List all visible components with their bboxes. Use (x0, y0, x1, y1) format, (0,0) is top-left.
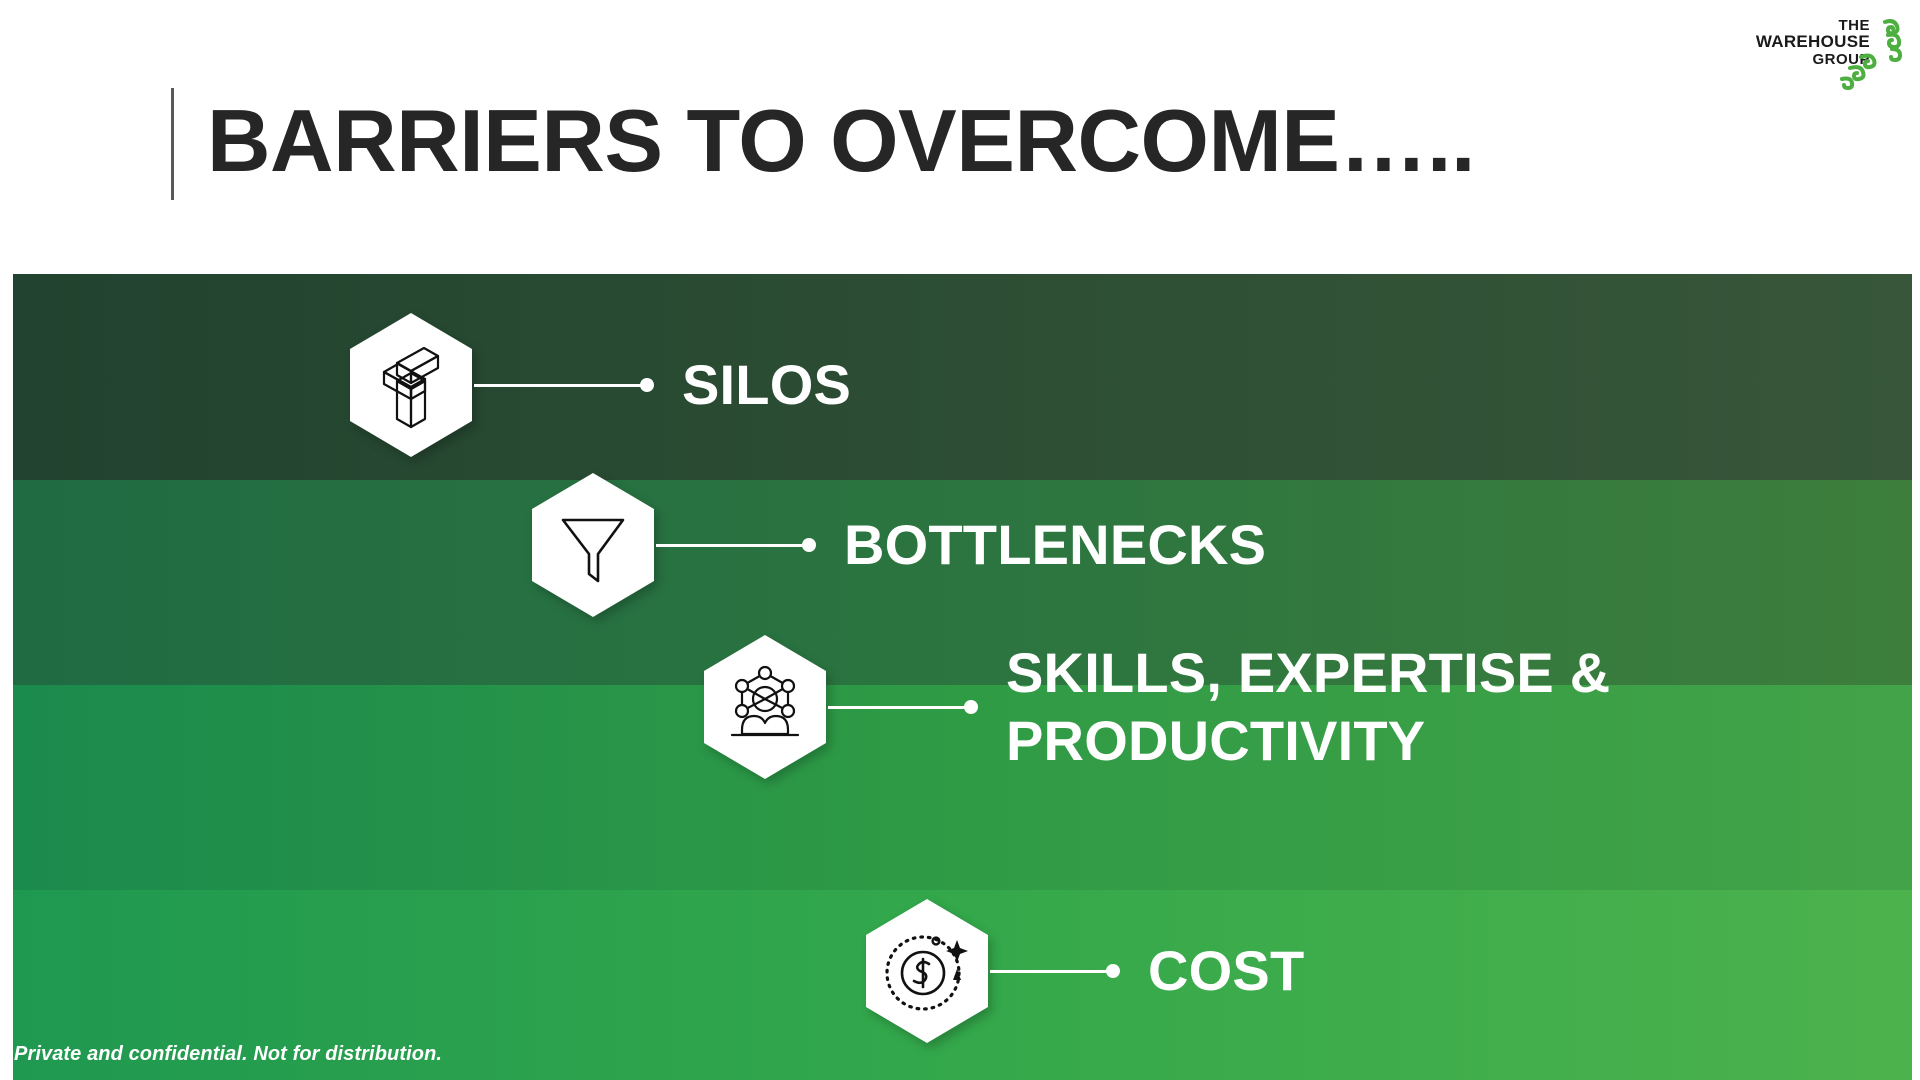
band-silos (13, 274, 1912, 480)
svg-text:GROUP: GROUP (1812, 51, 1870, 68)
barrier-bands (13, 274, 1912, 1080)
barrier-row-cost: COST (864, 896, 1304, 1046)
warehouse-group-logo: THE WAREHOUSE GROUP (1722, 8, 1912, 90)
barrier-label-cost: COST (1148, 938, 1305, 1002)
connector-dot (1106, 964, 1120, 978)
barrier-row-skills: SKILLS, EXPERTISE & PRODUCTIVITY (702, 632, 1610, 782)
page-title: BARRIERS TO OVERCOME….. (207, 91, 1475, 190)
connector-dot (964, 700, 978, 714)
barrier-label-bottlenecks: BOTTLENECKS (844, 512, 1267, 576)
svg-text:THE: THE (1839, 17, 1871, 34)
connector-stroke (990, 969, 1107, 973)
confidentiality-footer: Private and confidential. Not for distri… (14, 1043, 443, 1065)
connector-stroke (474, 383, 641, 387)
connector-stroke (828, 705, 965, 709)
dollar-coin-orbit-icon (864, 897, 990, 1045)
band-skills (13, 685, 1912, 890)
barrier-label-skills: SKILLS, EXPERTISE & PRODUCTIVITY (1006, 640, 1611, 772)
connector-line-skills (828, 700, 978, 714)
connector-stroke (656, 543, 803, 547)
funnel-icon (530, 471, 656, 619)
connector-line-cost (990, 964, 1120, 978)
connector-dot (640, 378, 654, 392)
title-accent-rule (171, 88, 174, 200)
connector-dot (802, 538, 816, 552)
barrier-row-silos: SILOS (348, 310, 851, 460)
svg-text:WAREHOUSE: WAREHOUSE (1756, 32, 1870, 51)
impossible-triangle-icon (348, 311, 474, 459)
connector-line-bottlenecks (656, 538, 816, 552)
barrier-label-silos: SILOS (682, 352, 852, 416)
band-bottlenecks (13, 480, 1912, 685)
person-network-icon (702, 633, 828, 781)
connector-line-silos (474, 378, 654, 392)
barrier-row-bottlenecks: BOTTLENECKS (530, 470, 1266, 620)
